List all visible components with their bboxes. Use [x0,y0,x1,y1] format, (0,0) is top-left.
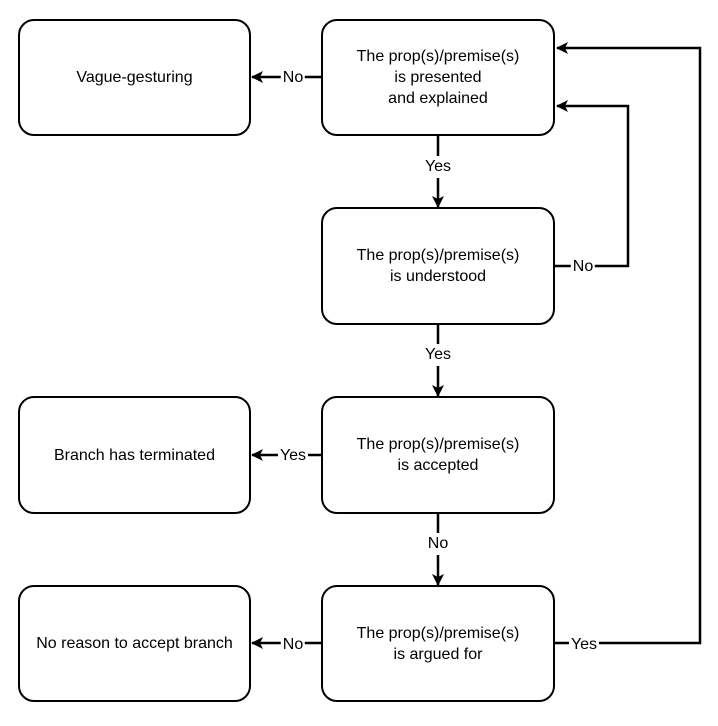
edge-label-presented-to-understood: Yes [422,156,454,178]
node-argued-for: The prop(s)/premise(s) is argued for [321,585,555,702]
node-vague-gesturing: Vague-gesturing [18,19,251,136]
node-branch-terminated: Branch has terminated [18,396,251,514]
edge-label-understood-to-accepted: Yes [422,344,454,366]
edge-understood-to-presented [555,100,630,268]
node-accepted: The prop(s)/premise(s) is accepted [321,396,555,514]
edge-label-argued-to-no-reason: No [280,634,306,656]
edge-label-presented-to-vague: No [280,67,306,89]
edge-label-accepted-to-terminated: Yes [277,445,309,467]
node-presented-and-explained: The prop(s)/premise(s) is presented and … [321,19,555,136]
node-understood: The prop(s)/premise(s) is understood [321,207,555,325]
edge-label-argued-to-presented: Yes [568,634,600,656]
edge-label-understood-to-presented: No [570,256,596,278]
node-no-reason-to-accept: No reason to accept branch [18,585,251,702]
edge-argued-to-presented [555,42,702,645]
edge-label-accepted-to-argued: No [425,533,451,555]
